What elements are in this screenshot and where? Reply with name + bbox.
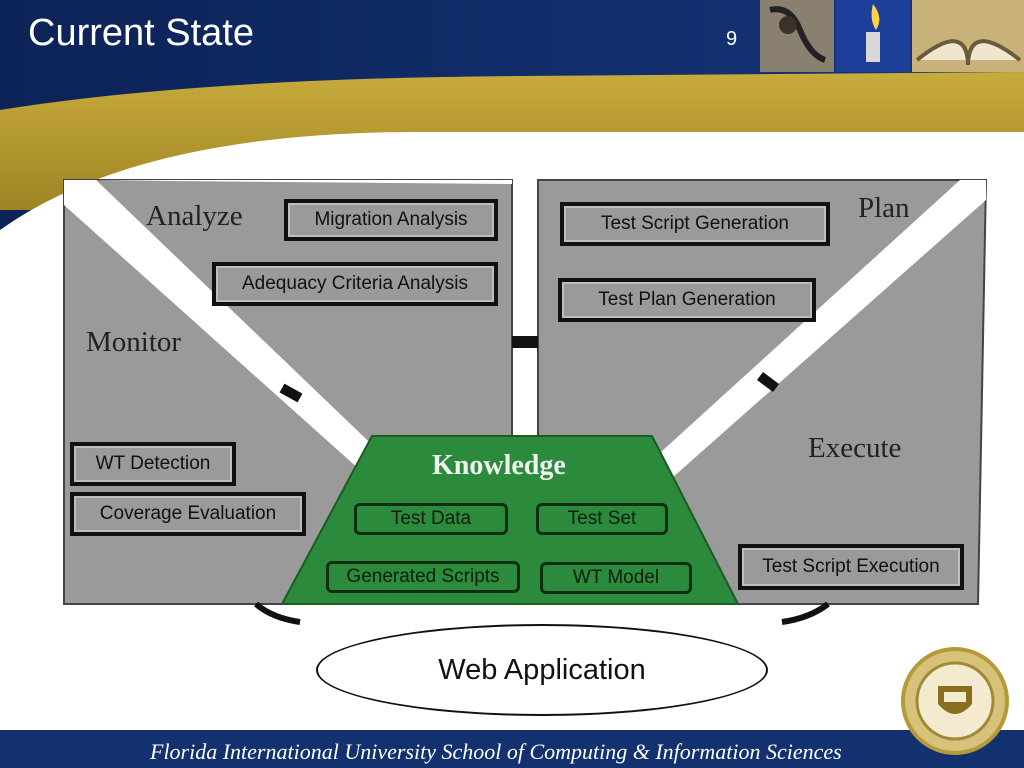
section-label-monitor: Monitor bbox=[86, 326, 182, 358]
box-adequacy-criteria-analysis: Adequacy Criteria Analysis bbox=[212, 262, 498, 306]
box-test-script-generation: Test Script Generation bbox=[560, 202, 830, 246]
university-seal-logo bbox=[901, 647, 1009, 755]
knowledge-title: Knowledge bbox=[432, 450, 566, 481]
header-photo-torch bbox=[836, 0, 910, 72]
footer-text: Florida International University School … bbox=[150, 739, 842, 764]
box-wt-detection: WT Detection bbox=[70, 442, 236, 486]
box-test-plan-generation: Test Plan Generation bbox=[558, 278, 816, 322]
knowledge-item-wt-model: WT Model bbox=[540, 562, 692, 594]
box-test-script-execution: Test Script Execution bbox=[738, 544, 964, 590]
section-label-execute: Execute bbox=[808, 432, 902, 464]
box-coverage-evaluation: Coverage Evaluation bbox=[70, 492, 306, 536]
header-photo-book bbox=[912, 0, 1024, 72]
box-migration-analysis: Migration Analysis bbox=[284, 199, 498, 241]
knowledge-item-generated-scripts: Generated Scripts bbox=[326, 561, 520, 593]
section-label-plan: Plan bbox=[858, 192, 910, 224]
section-label-analyze: Analyze bbox=[146, 200, 243, 232]
knowledge-item-test-data: Test Data bbox=[354, 503, 508, 535]
slide-number: 9 bbox=[726, 28, 738, 50]
page-title: Current State bbox=[28, 12, 254, 54]
knowledge-item-test-set: Test Set bbox=[536, 503, 668, 535]
web-application-ellipse: Web Application bbox=[316, 624, 768, 716]
header-photo-illustration bbox=[760, 0, 834, 72]
